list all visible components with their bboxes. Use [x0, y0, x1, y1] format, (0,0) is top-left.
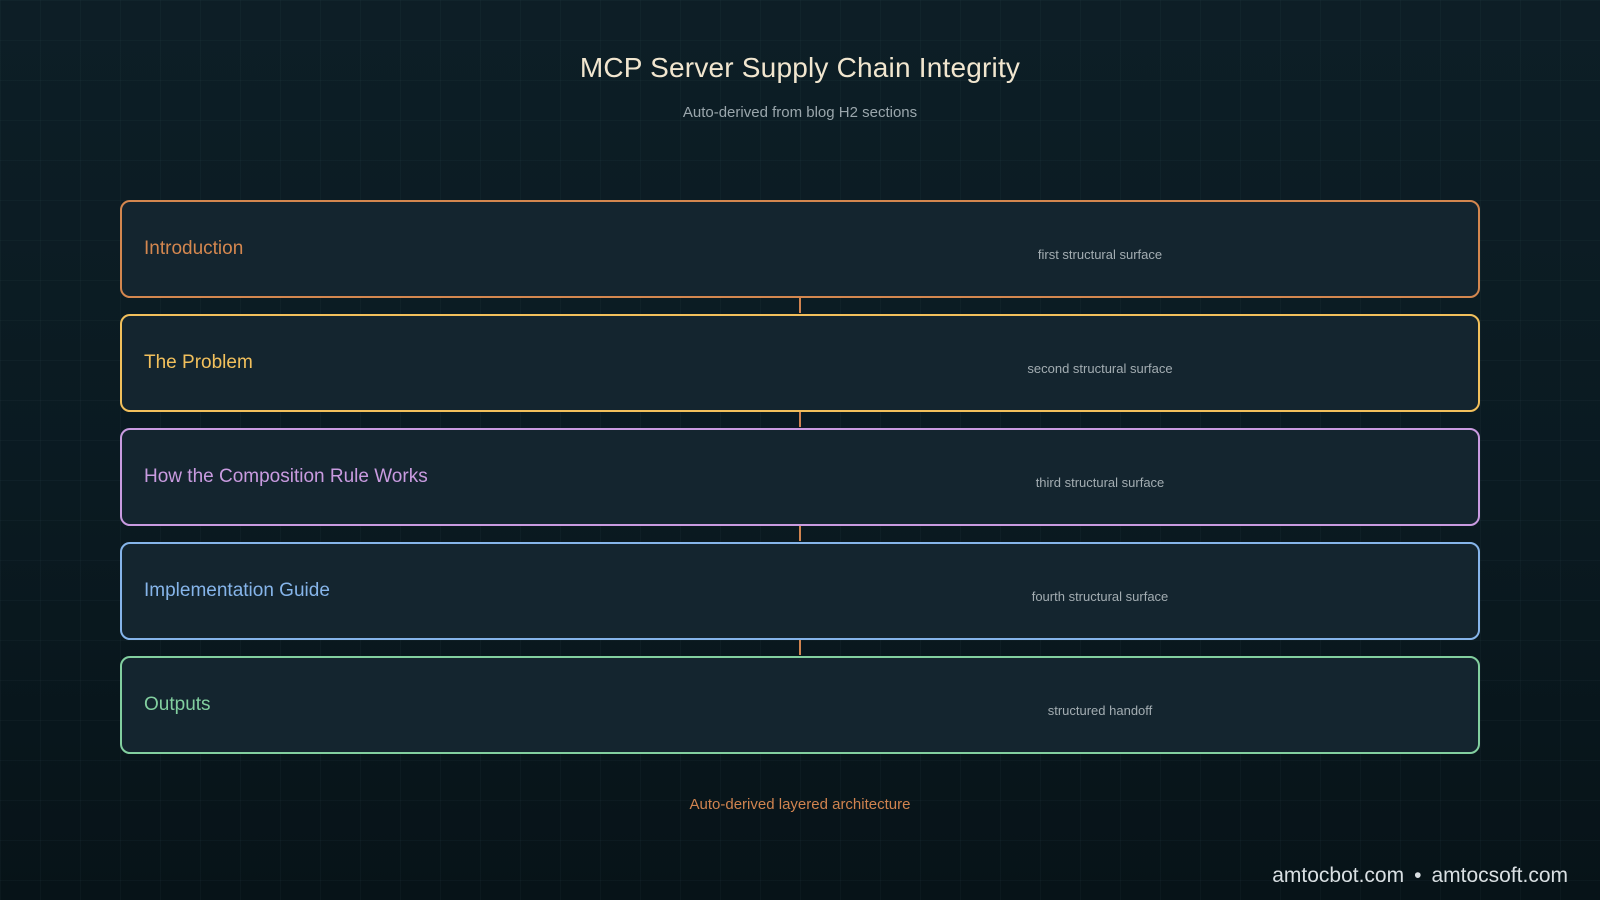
layer-outputs: Outputs structured handoff — [120, 656, 1480, 754]
layer-description: second structural surface — [1027, 361, 1173, 376]
layer-name: The Problem — [144, 352, 253, 373]
layer-connector-2 — [799, 412, 801, 427]
footer-site-amtocsoft: amtocsoft.com — [1431, 864, 1568, 887]
footer-site-amtocbot: amtocbot.com — [1272, 864, 1405, 887]
layer-composition-rule: How the Composition Rule Works third str… — [120, 428, 1480, 526]
layer-description: first structural surface — [1037, 247, 1163, 262]
layer-connector-4 — [799, 640, 801, 655]
diagram-title: MCP Server Supply Chain Integrity — [579, 52, 1021, 83]
layer-the-problem: The Problem second structural surface — [120, 314, 1480, 412]
footer-credits: amtocbot.com • amtocsoft.com — [1272, 864, 1568, 888]
footer-separator: • — [1414, 864, 1422, 887]
diagram-subtitle: Auto-derived from blog H2 sections — [682, 104, 918, 121]
layer-implementation-guide: Implementation Guide fourth structural s… — [120, 542, 1480, 640]
diagram-caption: Auto-derived layered architecture — [689, 796, 911, 813]
layer-connector-1 — [799, 298, 801, 313]
layer-description: structured handoff — [1047, 703, 1153, 718]
layer-name: Outputs — [144, 694, 211, 715]
layer-name: Introduction — [144, 238, 244, 259]
layer-connector-3 — [799, 526, 801, 541]
layer-description: third structural surface — [1035, 475, 1165, 490]
layer-introduction: Introduction first structural surface — [120, 200, 1480, 298]
layer-description: fourth structural surface — [1031, 589, 1169, 604]
layer-name: Implementation Guide — [144, 580, 330, 601]
layer-name: How the Composition Rule Works — [144, 466, 428, 487]
